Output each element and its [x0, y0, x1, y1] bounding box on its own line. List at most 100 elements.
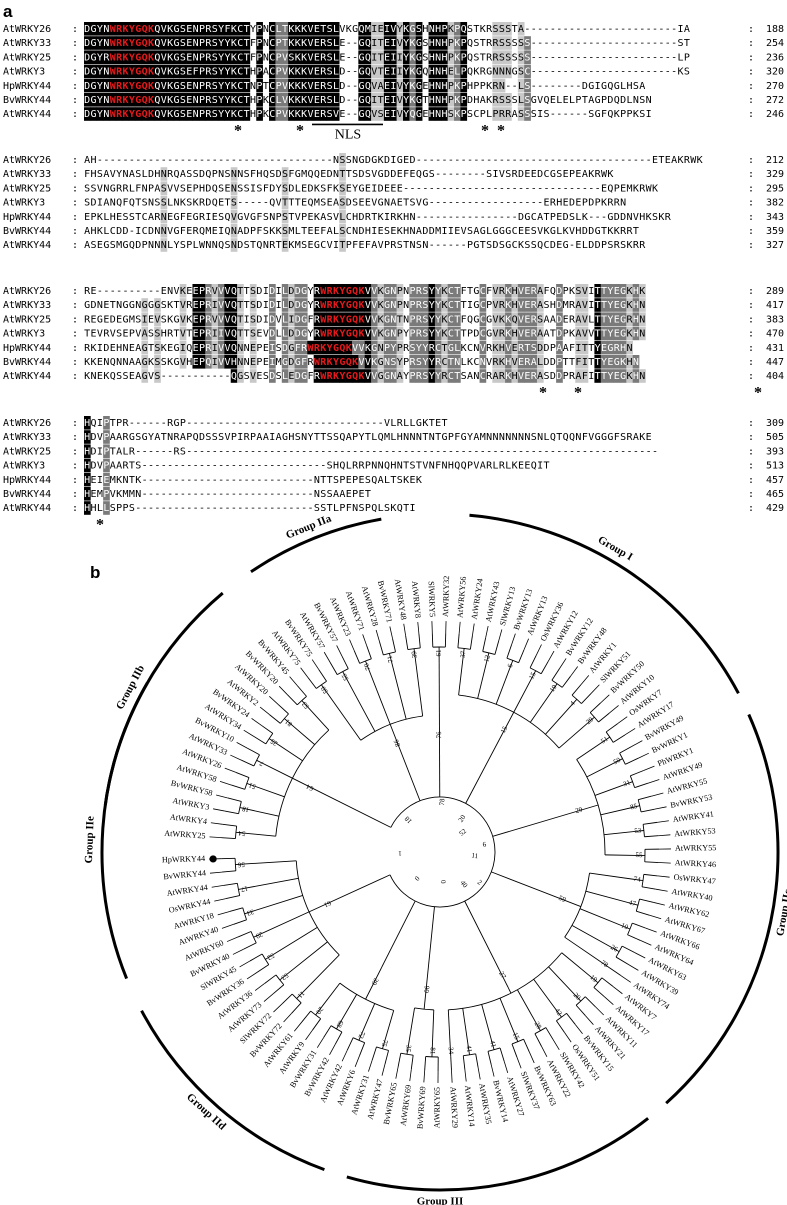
residue: -: [563, 109, 569, 120]
tree-branch: [482, 637, 487, 652]
panel-b-label: b: [90, 563, 100, 582]
residue: E: [186, 95, 192, 106]
residue: -: [505, 198, 511, 209]
residue: -: [378, 418, 384, 429]
tree-terminal-branch: [451, 1070, 453, 1083]
residue: P: [180, 418, 186, 429]
residue: S: [448, 109, 454, 120]
tree-branch: [389, 796, 496, 908]
residue: E: [167, 343, 173, 354]
end-separator: :: [748, 503, 754, 514]
residue: -: [276, 418, 282, 429]
residue: F: [180, 226, 186, 237]
residue: -: [575, 183, 581, 194]
residue: -: [652, 446, 658, 457]
residue: -: [180, 371, 186, 382]
residue: -: [237, 475, 243, 486]
residue: G: [359, 183, 365, 194]
residue: T: [173, 329, 179, 340]
residue: C: [480, 329, 486, 340]
residue: H: [84, 432, 90, 443]
residue: K: [448, 24, 454, 35]
residue: P: [142, 240, 148, 251]
residue-shade: [607, 312, 614, 326]
residue: F: [601, 109, 607, 120]
residue-shade: [390, 64, 397, 79]
residue: L: [103, 503, 109, 514]
residue: H: [91, 226, 97, 237]
residue: -: [186, 155, 192, 166]
residue: D: [588, 240, 594, 251]
residue-shade: [166, 50, 174, 64]
residue: K: [122, 52, 128, 63]
residue: Y: [97, 109, 103, 120]
residue: N: [492, 67, 498, 78]
residue: V: [492, 300, 498, 311]
residue-shade: [326, 78, 334, 93]
residue: -: [665, 52, 671, 63]
residue: P: [575, 95, 581, 106]
residue-shade: [320, 369, 327, 383]
residue: -: [531, 81, 537, 92]
residue-shade: [269, 36, 276, 50]
residue: -: [378, 446, 384, 457]
residue: -: [588, 212, 594, 223]
residue: N: [135, 300, 141, 311]
tree-leaf-label: AtWRKY47: [366, 1078, 385, 1120]
residue: M: [626, 183, 632, 194]
residue-shade: [524, 298, 531, 312]
residue-shade: [441, 284, 448, 298]
residue-shade: [84, 444, 91, 458]
group-arc: [250, 517, 382, 574]
residue: -: [129, 418, 135, 429]
name-separator: :: [72, 212, 78, 223]
residue: G: [346, 371, 352, 382]
residue-shade: [511, 355, 519, 369]
residue: -: [544, 52, 550, 63]
tree-leaf-label: AtWRKY32: [441, 576, 451, 618]
residue: A: [467, 371, 473, 382]
residue: I: [269, 343, 275, 354]
tree-branch: [548, 966, 582, 1002]
tree-branch: [388, 653, 407, 720]
residue: T: [467, 286, 473, 297]
residue: Y: [333, 357, 339, 368]
residue: H: [441, 95, 447, 106]
residue: C: [237, 52, 243, 63]
group-arc: [100, 682, 149, 980]
residue-shade: [479, 312, 487, 326]
residue: -: [518, 155, 524, 166]
residue: G: [607, 343, 613, 354]
residue-shade: [281, 209, 289, 224]
residue: V: [161, 109, 167, 120]
tree-leaf-label: AtWRKY14: [463, 1085, 477, 1127]
residue-shade: [434, 298, 442, 312]
residue: -: [569, 67, 575, 78]
residue: -: [263, 198, 269, 209]
residue: K: [601, 198, 607, 209]
residue-shade: [619, 284, 627, 298]
residue: N: [410, 226, 416, 237]
residue-shade: [84, 430, 91, 444]
residue: A: [480, 95, 486, 106]
residue: -: [601, 212, 607, 223]
residue: -: [588, 67, 594, 78]
residue: R: [639, 240, 646, 251]
residue: L: [486, 109, 492, 120]
residue: E: [225, 183, 231, 194]
tree-branch: [336, 994, 358, 1030]
residue: E: [384, 38, 390, 49]
residue: R: [365, 212, 372, 223]
residue: -: [148, 475, 154, 486]
residue: Q: [263, 169, 269, 180]
residue: E: [601, 183, 607, 194]
residue: R: [626, 226, 633, 237]
tree-branch: [457, 633, 460, 648]
residue: -: [135, 155, 141, 166]
sequence-end-position: 309: [766, 418, 784, 429]
residue: -: [142, 286, 148, 297]
tree-branch: [465, 712, 515, 804]
residue: S: [352, 169, 358, 180]
residue: V: [371, 109, 377, 120]
residue: S: [518, 109, 524, 120]
